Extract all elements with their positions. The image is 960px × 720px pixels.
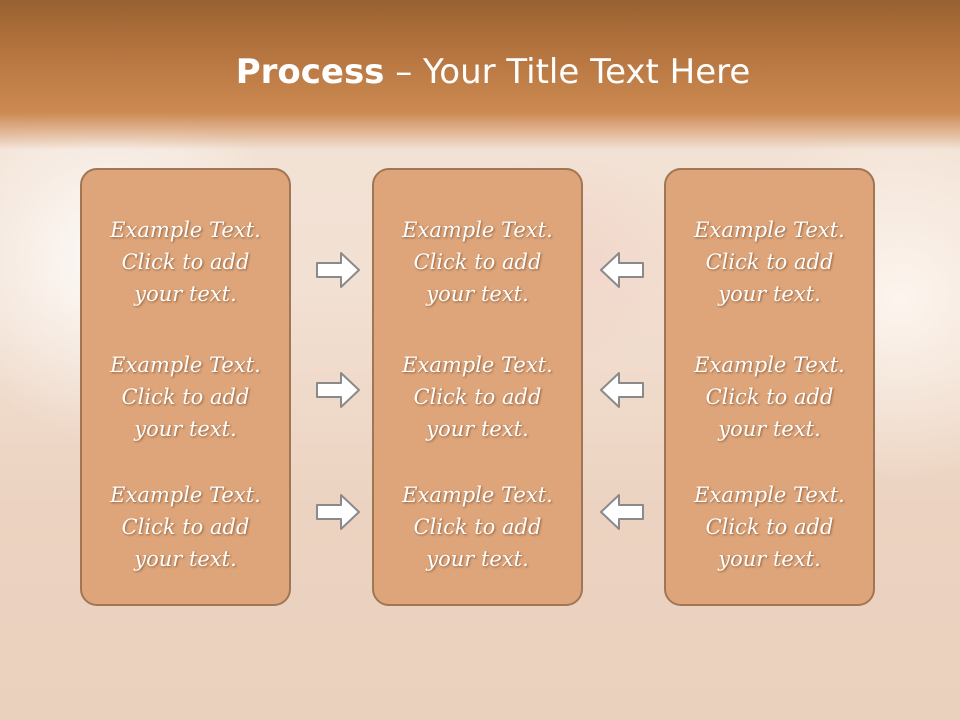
arrow-right-icon: [316, 372, 360, 408]
text-line: your text.: [426, 417, 529, 441]
text-line: Click to add: [413, 385, 542, 409]
text-line: your text.: [718, 547, 821, 571]
panel-left[interactable]: Example Text. Click to add your text. Ex…: [80, 168, 291, 606]
text-line: Example Text.: [694, 353, 845, 377]
text-line: Click to add: [705, 250, 834, 274]
text-line: Example Text.: [402, 353, 553, 377]
text-line: your text.: [718, 417, 821, 441]
text-line: Example Text.: [110, 483, 261, 507]
panel-right[interactable]: Example Text. Click to add your text. Ex…: [664, 168, 875, 606]
text-block[interactable]: Example Text. Click to add your text.: [666, 349, 873, 445]
text-line: Example Text.: [110, 218, 261, 242]
text-line: Click to add: [413, 250, 542, 274]
text-block[interactable]: Example Text. Click to add your text.: [82, 349, 289, 445]
arrow-left-icon: [600, 372, 644, 408]
text-line: Click to add: [413, 515, 542, 539]
arrow-left-icon: [600, 494, 644, 530]
text-block[interactable]: Example Text. Click to add your text.: [374, 479, 581, 575]
arrow-right-icon: [316, 494, 360, 530]
text-line: your text.: [426, 282, 529, 306]
text-block[interactable]: Example Text. Click to add your text.: [374, 214, 581, 310]
text-line: your text.: [426, 547, 529, 571]
text-line: Click to add: [705, 515, 834, 539]
title-rest: – Your Title Text Here: [384, 52, 751, 92]
title-bold: Process: [235, 52, 385, 92]
title-bar: [0, 0, 960, 150]
text-line: your text.: [134, 417, 237, 441]
text-line: Example Text.: [110, 353, 261, 377]
text-block[interactable]: Example Text. Click to add your text.: [82, 214, 289, 310]
text-block[interactable]: Example Text. Click to add your text.: [374, 349, 581, 445]
panel-center[interactable]: Example Text. Click to add your text. Ex…: [372, 168, 583, 606]
text-line: your text.: [134, 547, 237, 571]
text-block[interactable]: Example Text. Click to add your text.: [82, 479, 289, 575]
arrow-left-icon: [600, 252, 644, 288]
slide-title[interactable]: Process – Your Title Text Here: [0, 52, 960, 92]
text-line: your text.: [718, 282, 821, 306]
text-line: Click to add: [705, 385, 834, 409]
text-line: your text.: [134, 282, 237, 306]
text-line: Click to add: [121, 250, 250, 274]
text-line: Example Text.: [694, 218, 845, 242]
text-line: Click to add: [121, 515, 250, 539]
text-line: Click to add: [121, 385, 250, 409]
text-block[interactable]: Example Text. Click to add your text.: [666, 479, 873, 575]
arrow-right-icon: [316, 252, 360, 288]
text-line: Example Text.: [402, 483, 553, 507]
text-line: Example Text.: [402, 218, 553, 242]
text-line: Example Text.: [694, 483, 845, 507]
text-block[interactable]: Example Text. Click to add your text.: [666, 214, 873, 310]
